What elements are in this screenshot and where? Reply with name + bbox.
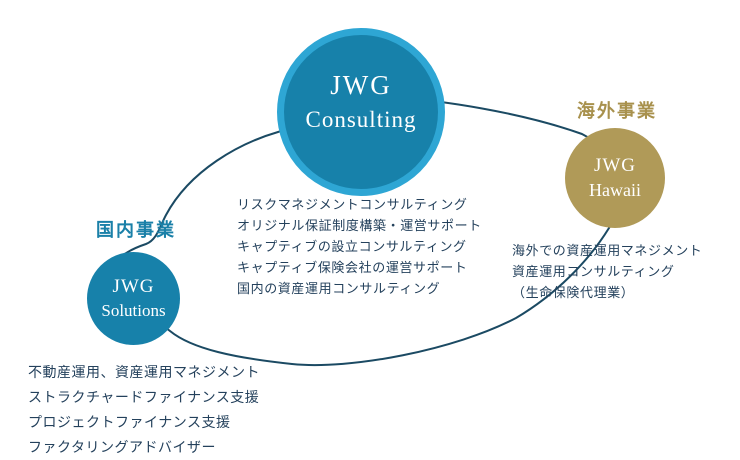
overseas-business-label: 海外事業 [577, 101, 657, 121]
hawaii-services-list: 海外での資産運用マネジメント 資産運用コンサルティング （生命保険代理業） [512, 240, 702, 303]
service-item: （生命保険代理業） [512, 285, 635, 300]
domestic-business-label: 国内事業 [96, 220, 176, 240]
service-item: 資産運用コンサルティング [512, 264, 675, 279]
service-item: 国内の資産運用コンサルティング [237, 281, 441, 296]
service-item: 不動産運用、資産運用マネジメント [28, 364, 260, 380]
service-item: 海外での資産運用マネジメント [512, 243, 703, 258]
solutions-name-line2: Solutions [101, 301, 166, 320]
service-item: ストラクチャードファイナンス支援 [28, 389, 260, 405]
service-item: リスクマネジメントコンサルティング [237, 197, 468, 212]
hawaii-name-line1: JWG [593, 155, 637, 176]
jwg-hawaii-circle: JWG Hawaii [565, 128, 665, 228]
consulting-name-line2: Consulting [305, 106, 417, 132]
solutions-name-line1: JWG [112, 276, 155, 297]
consulting-services-list: リスクマネジメントコンサルティング オリジナル保証制度構築・運営サポート キャプ… [237, 194, 482, 299]
service-item: ファクタリングアドバイザー [28, 439, 216, 455]
consulting-name-line1: JWG [330, 69, 392, 100]
service-item: キャプティブの設立コンサルティング [237, 239, 467, 254]
service-item: オリジナル保証制度構築・運営サポート [237, 218, 482, 233]
jwg-solutions-circle: JWG Solutions [87, 252, 180, 345]
jwg-consulting-circle: JWG Consulting [277, 28, 445, 196]
hawaii-name-line2: Hawaii [589, 180, 641, 200]
solutions-services-list: 不動産運用、資産運用マネジメント ストラクチャードファイナンス支援 プロジェクト… [28, 360, 260, 460]
service-item: キャプティブ保険会社の運営サポート [237, 260, 468, 275]
service-item: プロジェクトファイナンス支援 [28, 414, 231, 430]
